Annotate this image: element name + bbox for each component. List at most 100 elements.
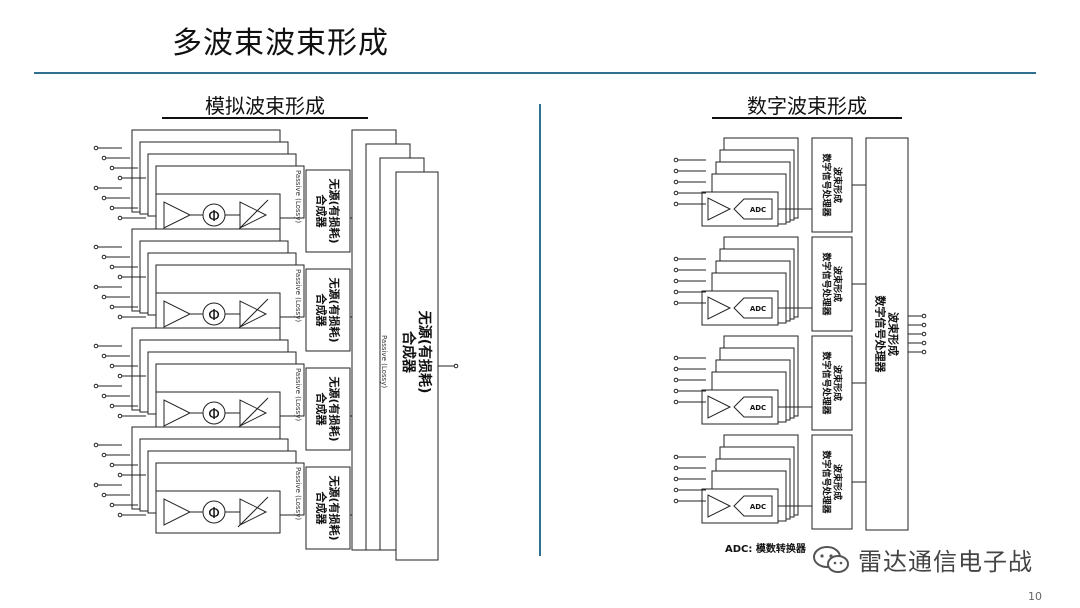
page-number: 10 — [1028, 590, 1042, 603]
antenna-input-terminal — [117, 314, 123, 320]
digital-input-terminal — [673, 465, 679, 471]
sub-combiner-label-line: 合成器 — [315, 492, 329, 526]
digital-input-terminal — [673, 157, 679, 163]
sub-combiner-label-line: 无源(有损耗) — [328, 375, 342, 441]
adc-amplifier — [707, 197, 732, 221]
beam-dsp-label-line: 数字信号处理器 — [820, 252, 832, 316]
digital-input-terminal — [673, 289, 679, 295]
antenna-input-terminal — [93, 145, 99, 151]
adc-amplifier — [707, 296, 732, 320]
adc-block — [733, 495, 773, 517]
antenna-input-terminal — [93, 482, 99, 488]
adc-footnote: ADC: 模数转换器 — [725, 544, 806, 555]
adc-amplifier — [707, 494, 732, 518]
sub-combiner-box — [305, 367, 351, 451]
sub-combiner-label-line: 合成器 — [315, 393, 329, 427]
antenna-input-terminal — [117, 175, 123, 181]
digital-input-terminal — [673, 355, 679, 361]
digital-input-terminal — [673, 498, 679, 504]
digital-input-terminal — [673, 300, 679, 306]
antenna-input-terminal — [117, 274, 123, 280]
antenna-input-terminal — [101, 353, 107, 359]
digital-input-terminal — [673, 454, 679, 460]
lna-amplifier — [163, 399, 192, 427]
sub-combiner-label: 无源(有损耗)合成器 — [315, 276, 342, 342]
beam-dsp-label-line: 波束形成 — [831, 464, 843, 500]
antenna-input-terminal — [93, 383, 99, 389]
main-combiner-label: 无源(有损耗)合成器 — [400, 310, 433, 394]
beam-dsp-label-line: 波束形成 — [831, 167, 843, 203]
antenna-input-terminal — [101, 195, 107, 201]
digital-input-terminal — [673, 168, 679, 174]
adc-label: ADC — [750, 503, 766, 511]
lna-amplifier — [163, 201, 192, 229]
sub-combiner-label: 无源(有损耗)合成器 — [315, 375, 342, 441]
digital-input-terminal — [673, 487, 679, 493]
antenna-input-terminal — [117, 413, 123, 419]
sub-combiner-back-label: Passive (Lossy) — [294, 170, 302, 223]
analog-heading: 模拟波束形成 — [162, 90, 368, 119]
lna-amplifier — [163, 498, 192, 526]
digital-input-terminal — [673, 399, 679, 405]
digital-output-terminal — [921, 340, 927, 346]
brand-name: 雷达通信电子战 — [858, 548, 1033, 576]
brand-watermark: 雷达通信电子战 — [812, 542, 1033, 577]
phase-symbol: Φ — [208, 306, 220, 324]
antenna-input-terminal — [117, 373, 123, 379]
digital-input-terminal — [673, 278, 679, 284]
wechat-icon — [813, 545, 849, 573]
analog-heading-underline — [162, 117, 368, 119]
beam-dsp-label-line: 波束形成 — [831, 266, 843, 302]
sub-combiner-label: 无源(有损耗)合成器 — [315, 474, 342, 540]
digital-input-terminal — [673, 476, 679, 482]
antenna-input-terminal — [109, 363, 115, 369]
digital-output-terminal — [921, 322, 927, 328]
sub-combiner-back-label: Passive (Lossy) — [294, 269, 302, 322]
antenna-input-terminal — [101, 393, 107, 399]
main-combiner-label-line: 无源(有损耗) — [416, 310, 433, 394]
antenna-input-terminal — [101, 452, 107, 458]
adc-block — [733, 297, 773, 319]
digital-input-terminal — [673, 366, 679, 372]
main-dsp-label-line: 数字信号处理器 — [874, 296, 888, 374]
digital-heading: 数字波束形成 — [712, 90, 902, 119]
gain-arrow — [237, 199, 269, 231]
beam-dsp-box — [811, 137, 853, 233]
antenna-input-terminal — [101, 294, 107, 300]
antenna-input-terminal — [117, 472, 123, 478]
antenna-input-terminal — [101, 155, 107, 161]
antenna-input-terminal — [117, 512, 123, 518]
digital-input-terminal — [673, 201, 679, 207]
phase-symbol: Φ — [208, 405, 220, 423]
sub-combiner-label-line: 无源(有损耗) — [328, 276, 342, 342]
sub-combiner-label-line: 无源(有损耗) — [328, 177, 342, 243]
sub-combiner-back-label: Passive (Lossy) — [294, 467, 302, 520]
antenna-input-terminal — [109, 462, 115, 468]
adc-label: ADC — [750, 305, 766, 313]
antenna-input-terminal — [101, 492, 107, 498]
beam-dsp-label-line: 数字信号处理器 — [820, 153, 832, 217]
sub-combiner-box — [305, 169, 351, 253]
digital-input-terminal — [673, 377, 679, 383]
digital-input-terminal — [673, 267, 679, 273]
sub-combiner-label-line: 无源(有损耗) — [328, 474, 342, 540]
beam-dsp-label-line: 波束形成 — [831, 365, 843, 401]
digital-input-terminal — [673, 190, 679, 196]
slide-title: 多波束波束形成 — [172, 26, 389, 61]
beam-dsp-label-line: 数字信号处理器 — [820, 450, 832, 514]
gain-arrow — [237, 397, 269, 429]
antenna-input-terminal — [109, 264, 115, 270]
main-dsp-box — [865, 137, 909, 531]
sub-combiner-back-label: Passive (Lossy) — [294, 368, 302, 421]
digital-input-terminal — [673, 179, 679, 185]
main-combiner-label-line: 合成器 — [400, 331, 417, 374]
beam-dsp-box — [811, 335, 853, 431]
